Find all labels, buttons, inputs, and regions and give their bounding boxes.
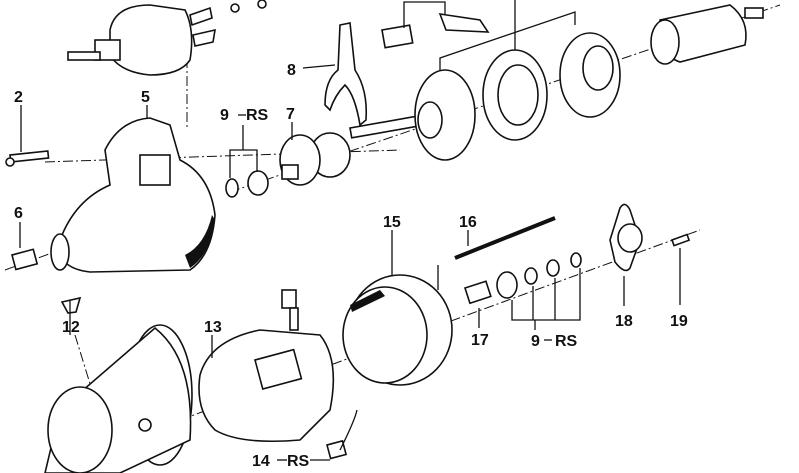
callout-2: 2 bbox=[14, 89, 23, 106]
leader-8 bbox=[302, 64, 336, 69]
screw-part-12 bbox=[60, 296, 82, 314]
leader-9b-bracket bbox=[511, 268, 581, 330]
brush-part-14 bbox=[326, 409, 358, 460]
callout-15: 15 bbox=[383, 214, 401, 231]
callout-13: 13 bbox=[204, 319, 222, 336]
callout-18: 18 bbox=[615, 313, 633, 330]
bearing-plate-part-18 bbox=[609, 203, 643, 272]
tie-rod-part-16 bbox=[437, 216, 556, 290]
callout-14: 14 bbox=[252, 453, 270, 470]
fork-lever-part-8 bbox=[324, 22, 368, 127]
end-cap-part-15 bbox=[342, 274, 453, 386]
callout-17: 17 bbox=[471, 332, 489, 349]
callout-5: 5 bbox=[141, 89, 150, 106]
solenoid-part bbox=[67, 0, 267, 76]
cover-plate-part bbox=[559, 32, 621, 118]
rings-part-9-upper bbox=[225, 170, 269, 198]
callout-9-upper-suffix: RS bbox=[246, 107, 269, 124]
planetary-carrier-part bbox=[414, 69, 476, 161]
callout-7: 7 bbox=[286, 106, 295, 123]
bushing-part-17 bbox=[463, 280, 492, 305]
bushing-part-6 bbox=[11, 248, 39, 271]
callout-9-upper: 9 bbox=[220, 107, 229, 124]
pole-housing-part bbox=[44, 324, 193, 473]
washers-part-9-lower bbox=[496, 252, 582, 299]
callout-9-lower-suffix: RS bbox=[555, 333, 578, 350]
leader-9a-bracket bbox=[229, 125, 258, 178]
callout-8: 8 bbox=[287, 62, 296, 79]
screw-part-19 bbox=[670, 233, 691, 247]
ring-gear-part bbox=[482, 49, 548, 141]
housing-part-5 bbox=[50, 117, 216, 273]
brush-holder-part-13 bbox=[198, 289, 335, 443]
callout-9-lower: 9 bbox=[531, 333, 540, 350]
drive-pinion-part-7 bbox=[279, 132, 351, 186]
callout-16: 16 bbox=[459, 214, 477, 231]
small-parts-top bbox=[381, 1, 490, 49]
callout-12: 12 bbox=[62, 319, 80, 336]
axis-line-bushing bbox=[4, 249, 61, 271]
callout-14-suffix: RS bbox=[287, 453, 310, 470]
callout-19: 19 bbox=[670, 313, 688, 330]
bolt-part-2 bbox=[5, 150, 50, 167]
armature-part bbox=[650, 4, 764, 65]
bracket-line-top bbox=[439, 11, 576, 70]
callout-6: 6 bbox=[14, 205, 23, 222]
